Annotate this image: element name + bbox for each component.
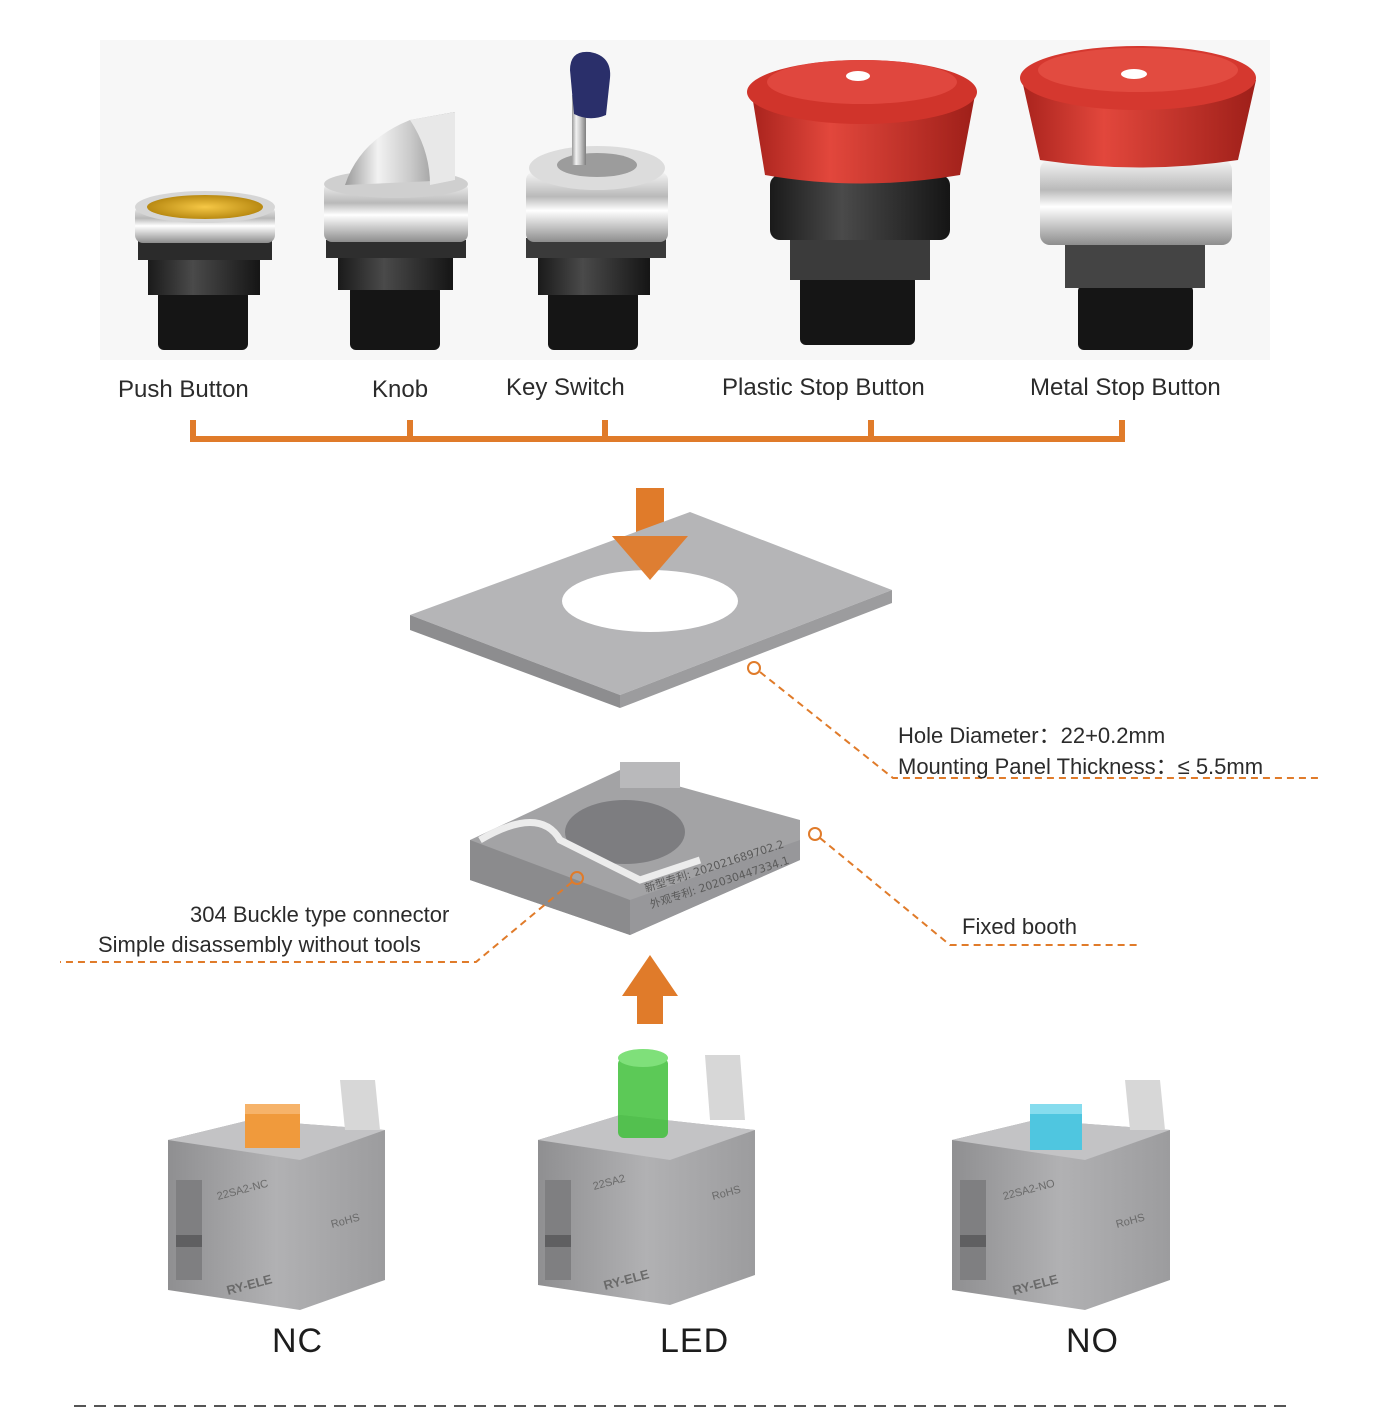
no-cap <box>1030 1108 1082 1150</box>
panel-leader <box>747 661 1320 779</box>
fixed-booth-image: 新型专利: 202021689702.2 外观专利: 202030447334.… <box>470 762 800 935</box>
head-label-plastic-stop: Plastic Stop Button <box>722 374 925 401</box>
contact-label-nc: NC <box>272 1322 324 1360</box>
contact-label-led: LED <box>660 1322 730 1360</box>
metal-stop-button-image <box>1020 46 1256 350</box>
led-cap <box>618 1058 668 1138</box>
connector-note-2: Simple disassembly without tools <box>98 932 421 957</box>
heads-bracket <box>190 420 1125 442</box>
fixed-booth-leader <box>808 827 1140 946</box>
head-label-push-button: Push Button <box>118 376 249 403</box>
connector-leader <box>60 871 584 963</box>
contact-no-image: 22SA2-NO RoHS RY-ELE <box>952 1080 1170 1310</box>
contact-label-no: NO <box>1066 1322 1119 1360</box>
head-label-metal-stop: Metal Stop Button <box>1030 374 1221 401</box>
connector-note-1: 304 Buckle type connector <box>190 902 450 927</box>
contact-nc-image: 22SA2-NC RoHS RY-ELE <box>168 1080 385 1310</box>
panel-thickness-note: Mounting Panel Thickness：≤ 5.5mm <box>898 754 1264 779</box>
plastic-stop-button-image <box>747 60 977 345</box>
head-label-knob: Knob <box>372 376 429 403</box>
hole-diameter-note: Hole Diameter：22+0.2mm <box>898 723 1166 748</box>
key-switch-image <box>526 51 668 350</box>
nc-cap <box>245 1108 300 1148</box>
knob-image <box>324 112 468 350</box>
head-label-key-switch: Key Switch <box>506 374 625 401</box>
mounting-panel-image <box>410 512 892 708</box>
push-button-image <box>135 191 275 350</box>
contact-led-image: 22SA2 RoHS RY-ELE <box>538 1049 755 1305</box>
arrow-up-icon <box>622 955 678 1024</box>
fixed-booth-note: Fixed booth <box>962 914 1077 939</box>
